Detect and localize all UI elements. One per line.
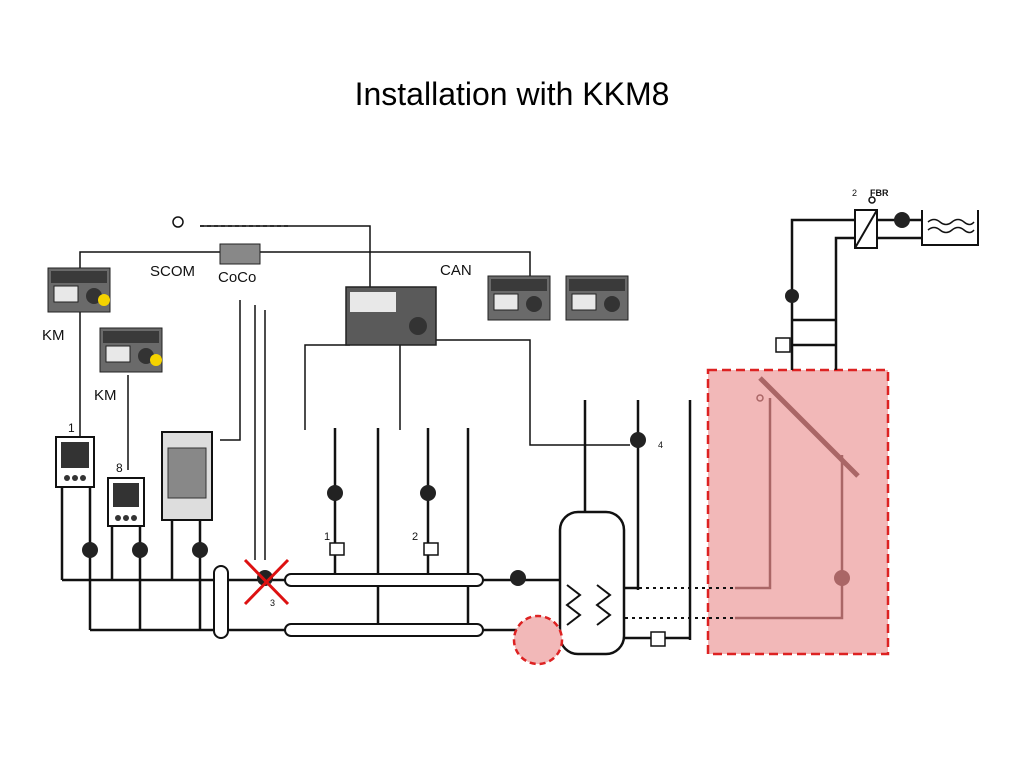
pump-icon (327, 485, 343, 501)
km-controller-b (99, 327, 163, 373)
solar-pump-icon (834, 570, 850, 586)
boiler-8-label: 8 (116, 461, 123, 475)
pump-icon (510, 570, 526, 586)
fbr-sensor-icon (868, 196, 876, 204)
fbr-label: FBR (870, 188, 889, 198)
boiler-8 (107, 477, 145, 527)
mixer-valve-icon (423, 542, 439, 556)
can-room-unit-b (565, 275, 629, 321)
mixer-valve-icon (329, 542, 345, 556)
kkm8-knob-icon (409, 317, 427, 335)
circuit-1-label: 1 (324, 531, 330, 543)
outdoor-sensor-icon (172, 216, 184, 228)
scom-label: SCOM (150, 263, 195, 280)
fbr-valve-icon (775, 337, 791, 353)
mixing-valve-icon (650, 631, 666, 647)
km-label-a: KM (42, 327, 65, 344)
fbr-pump-icon (785, 289, 799, 303)
pumps (82, 432, 646, 586)
pump-icon (420, 485, 436, 501)
hydraulic-separator (213, 565, 229, 639)
circuit-2-label: 2 (412, 531, 418, 543)
coco-label: CoCo (218, 269, 256, 286)
pool-icon (921, 210, 979, 246)
km-display-led-a (98, 294, 110, 306)
km-controller-a (47, 267, 111, 313)
km-label-b: KM (94, 387, 117, 404)
pump-icon (192, 542, 208, 558)
boiler-1-label: 1 (68, 421, 75, 435)
can-label: CAN (440, 262, 472, 279)
can-room-unit-a (487, 275, 551, 321)
km-display-led-b (150, 354, 162, 366)
pump-icon (630, 432, 646, 448)
sensor-3-label: 3 (270, 598, 275, 608)
pool-circuit (790, 218, 922, 370)
return-manifold (284, 623, 484, 637)
coco-module (219, 243, 261, 265)
pump-icon (132, 542, 148, 558)
dhw-tank (558, 510, 626, 656)
removed-pump-cross-icon (243, 558, 290, 606)
pool-pump-icon (894, 212, 910, 228)
pump-icon (82, 542, 98, 558)
slide-title: Installation with KKM8 (354, 76, 670, 112)
pump-icon (257, 570, 273, 586)
fbr-circuit-label: 2 (852, 188, 857, 198)
kkm8-display (350, 292, 396, 312)
floor-boiler (161, 431, 213, 521)
solar-area (706, 368, 890, 656)
collector-sensor-icon (756, 394, 764, 402)
flow-manifold (284, 573, 484, 587)
solar-link-dotted (625, 587, 735, 619)
dhw-pump-highlight (512, 614, 564, 666)
sensor-4-label: 4 (658, 440, 663, 450)
boiler-1 (55, 436, 95, 488)
heat-exchanger-icon (854, 209, 878, 249)
